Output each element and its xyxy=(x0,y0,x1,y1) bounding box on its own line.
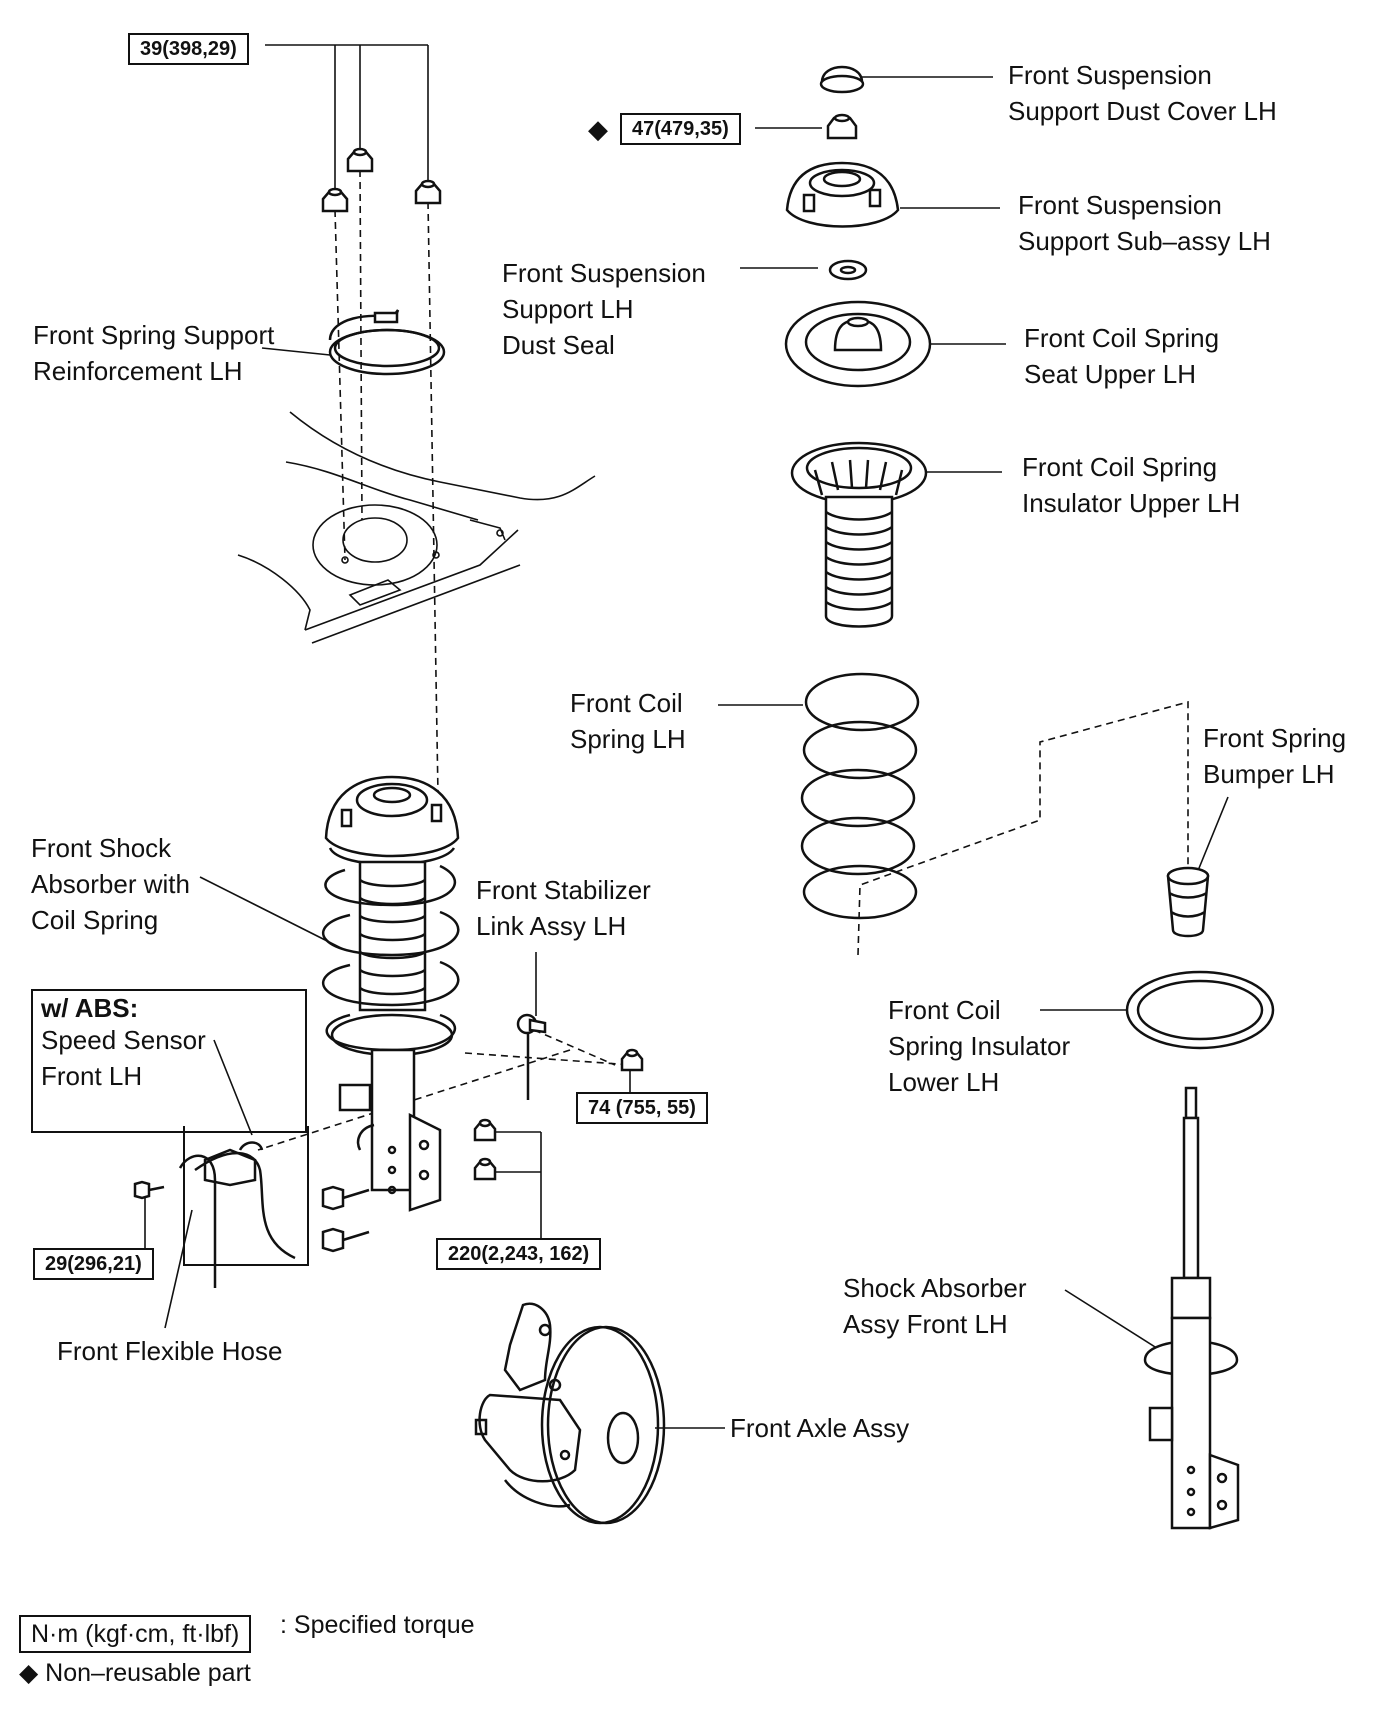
non-reusable-mark: ◆ xyxy=(588,114,608,144)
coil-seat-upper-part xyxy=(784,300,932,388)
torque-spec-knuckle-bolts: 220(2,243, 162) xyxy=(436,1238,602,1270)
label-spring-bumper: Front Spring Bumper LH xyxy=(1203,723,1347,789)
label-stabilizer-link: Front Stabilizer Link Assy LH xyxy=(476,875,651,941)
legend-torque-desc: : Specified torque xyxy=(280,1611,475,1639)
shock-absorber-assy-part xyxy=(1143,1086,1240,1530)
dust-seal-part xyxy=(828,259,868,281)
label-coil-seat-upper: Front Coil Spring Seat Upper LH xyxy=(1024,323,1220,389)
label-dust-cover: Front Suspension Support Dust Cover LH xyxy=(1008,60,1277,126)
label-flexible-hose: Front Flexible Hose xyxy=(57,1336,283,1366)
top-nut-part xyxy=(826,113,858,140)
torque-spec-top-nut: 47(479,35) xyxy=(620,113,741,145)
label-shock-absorber-assy: Shock Absorber Assy Front LH xyxy=(843,1273,1027,1339)
assembled-strut-part xyxy=(321,775,460,1212)
coil-spring-part xyxy=(800,672,920,920)
spring-bumper-part xyxy=(1166,866,1210,938)
insulator-lower-part xyxy=(1125,970,1275,1050)
label-dust-seal: Front Suspension Support LH Dust Seal xyxy=(502,258,706,360)
label-axle-assy: Front Axle Assy xyxy=(730,1413,910,1443)
abs-callout-box-tail xyxy=(183,1126,309,1266)
dust-cover-part xyxy=(819,65,865,94)
torque-spec-nuts: 39(398,29) xyxy=(128,33,249,65)
leader-lines xyxy=(144,44,1229,1429)
label-spring-support-reinforcement: Front Spring Support Reinforcement LH xyxy=(33,320,275,386)
support-sub-assy-part xyxy=(785,161,900,228)
front-axle-part xyxy=(474,1302,666,1525)
torque-spec-hose-bolt: 29(296,21) xyxy=(33,1248,154,1280)
knuckle-bolts xyxy=(321,1118,497,1253)
label-insulator-lower: Front Coil Spring Insulator Lower LH xyxy=(888,995,1071,1097)
label-support-sub-assy: Front Suspension Support Sub–assy LH xyxy=(1018,190,1271,256)
stabilizer-link-part xyxy=(516,1013,644,1100)
legend-non-reusable: ◆ Non–reusable part xyxy=(19,1659,251,1687)
legend-torque-unit: N·m (kgf·cm, ft·lbf) xyxy=(19,1615,252,1653)
label-abs-title: w/ ABS: xyxy=(41,993,139,1023)
abs-callout-box xyxy=(31,989,307,1133)
body-strut-tower xyxy=(237,411,596,644)
label-speed-sensor: Speed Sensor Front LH xyxy=(41,1025,206,1091)
insulator-upper-part xyxy=(790,441,928,628)
label-shock-with-coil: Front Shock Absorber with Coil Spring xyxy=(31,833,190,935)
mount-nuts xyxy=(321,147,442,213)
label-insulator-upper: Front Coil Spring Insulator Upper LH xyxy=(1022,452,1241,518)
label-coil-spring: Front Coil Spring LH xyxy=(570,688,686,754)
alignment-dashes xyxy=(257,169,1189,1151)
torque-spec-stabilizer-nut: 74 (755, 55) xyxy=(576,1092,708,1124)
reinforcement-ring xyxy=(328,309,446,376)
